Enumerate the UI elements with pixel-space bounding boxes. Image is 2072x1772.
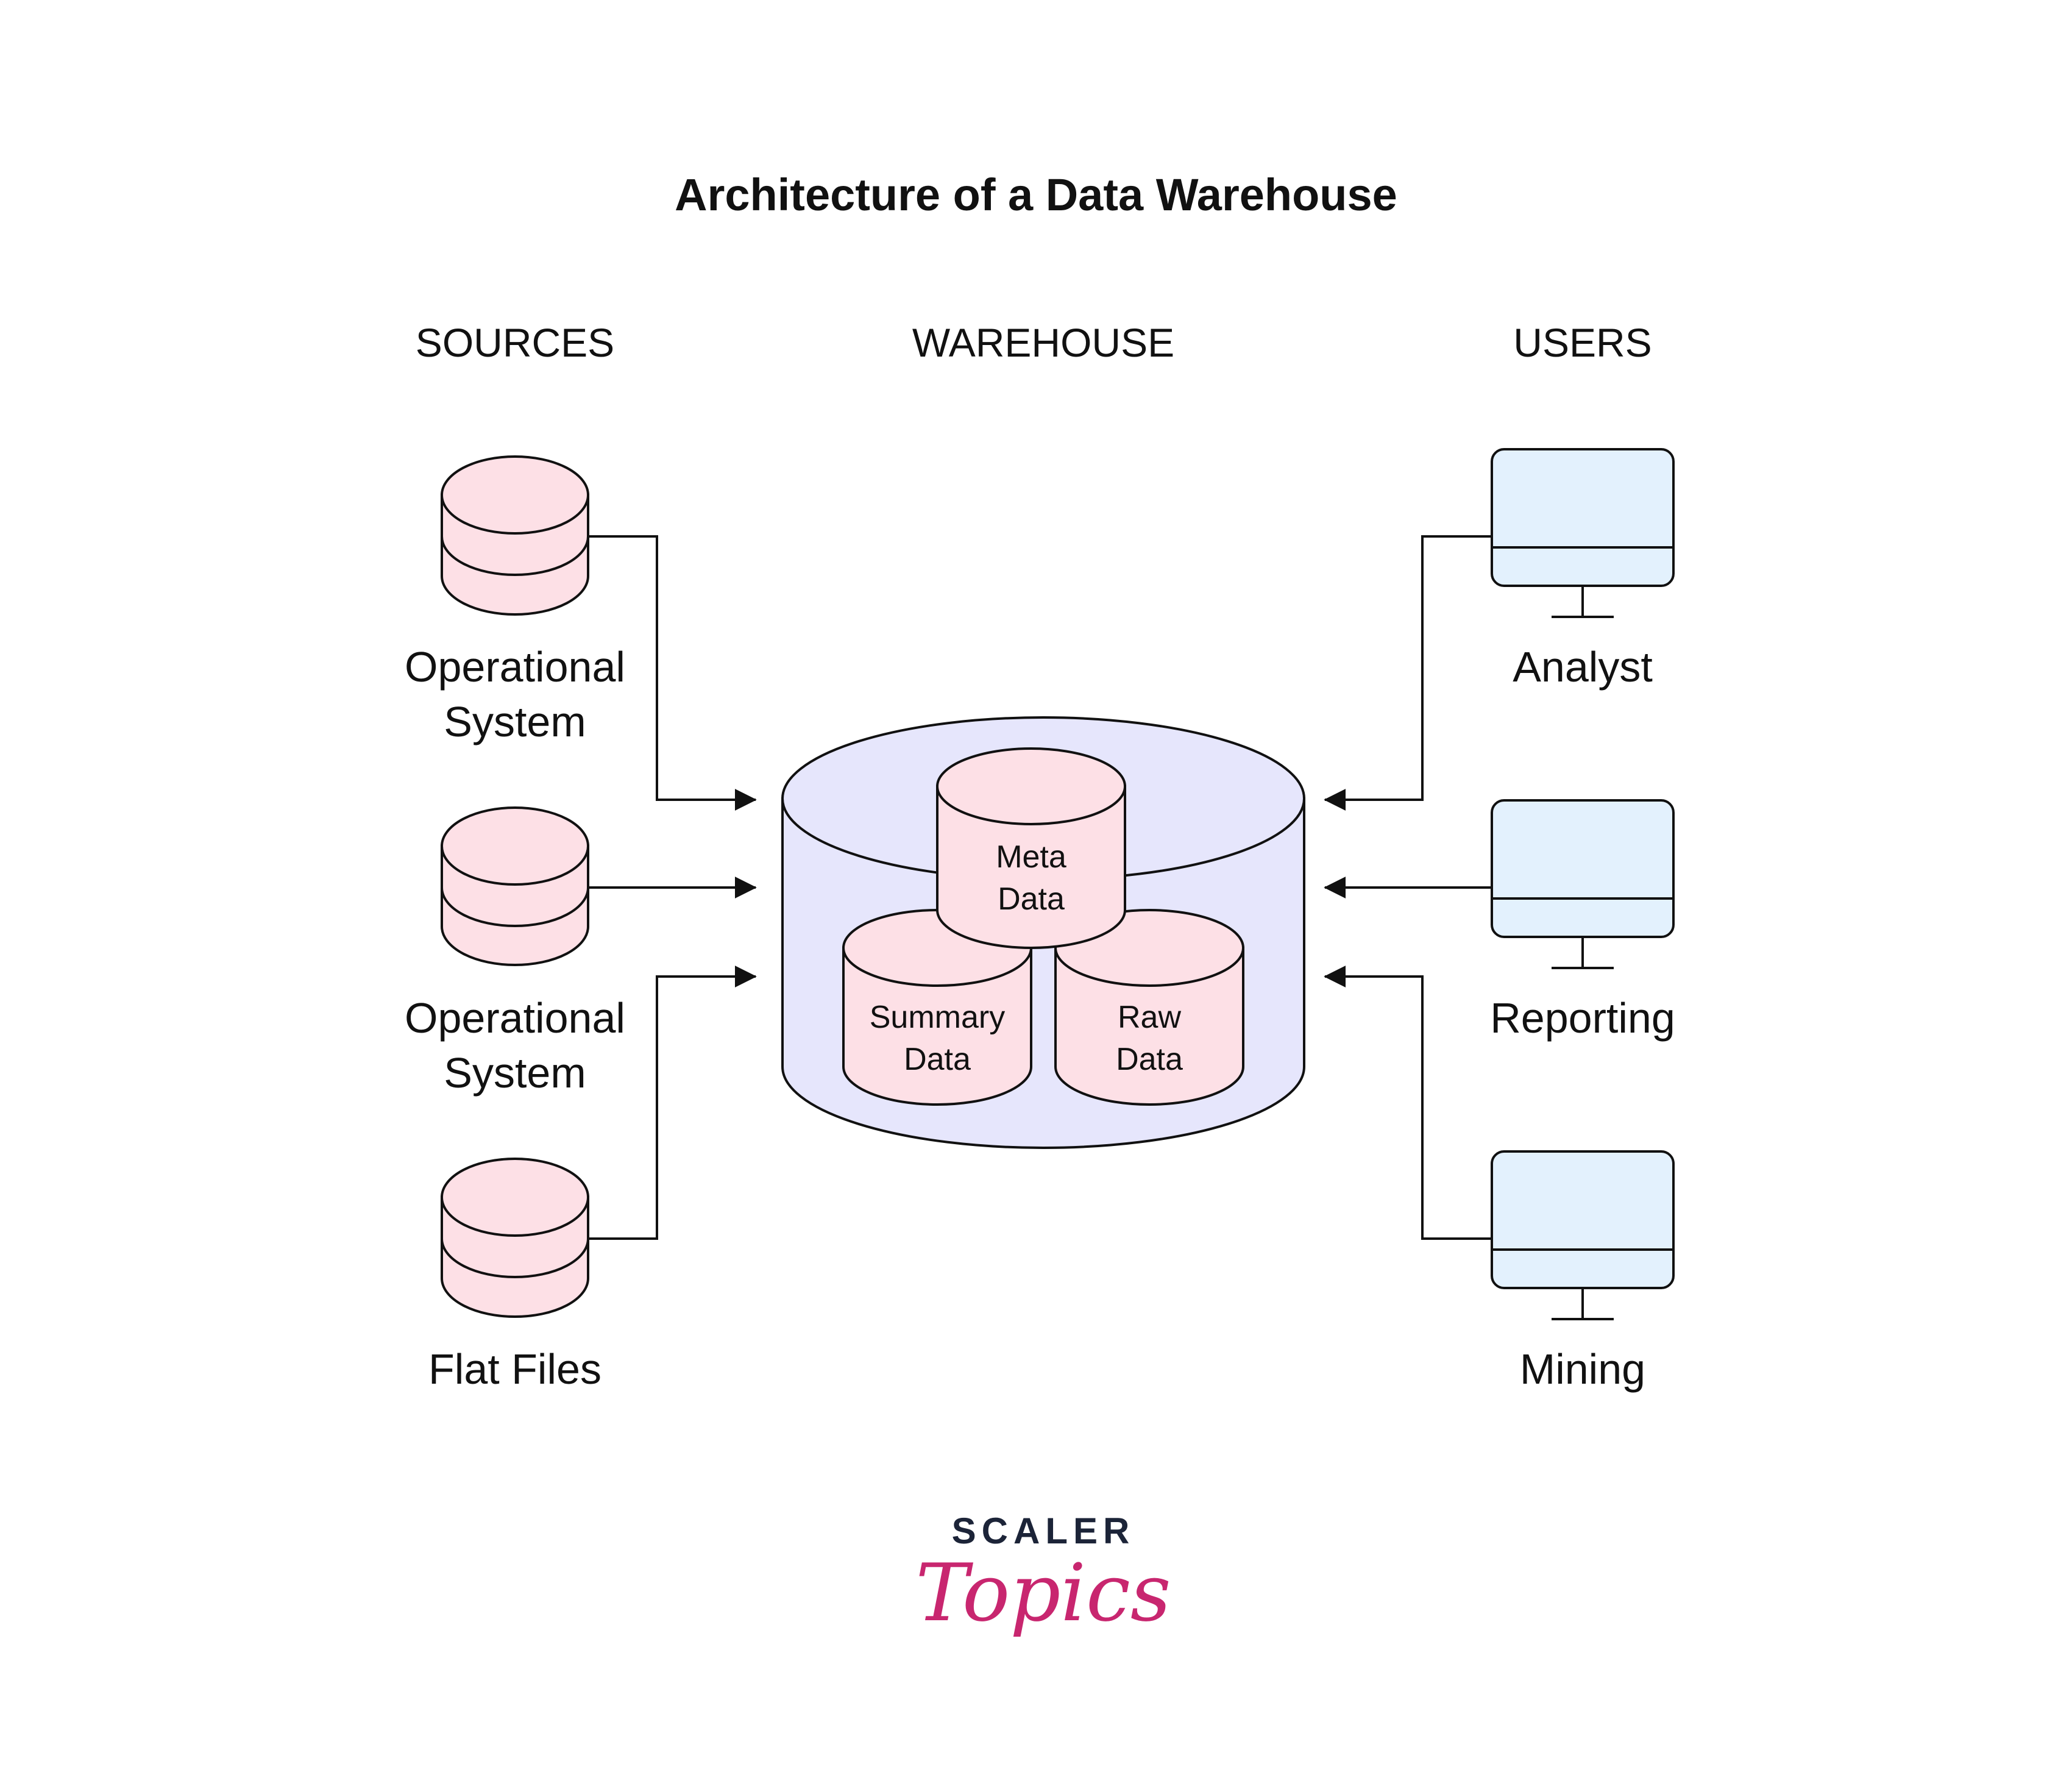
connector-analyst-to-warehouse — [1324, 535, 1492, 811]
raw-data-label-line2: Data — [1116, 1042, 1183, 1077]
monitor-icon — [1491, 799, 1675, 969]
logo-wordmark-scaler: SCALER — [952, 1510, 1135, 1551]
column-header-warehouse: WAREHOUSE — [912, 320, 1174, 365]
connector-mining-to-warehouse — [1324, 966, 1492, 1240]
logo-wordmark-topics: Topics — [915, 1546, 1171, 1639]
monitor-icon — [1491, 1150, 1675, 1320]
database-icon — [441, 1158, 589, 1318]
column-header-sources: SOURCES — [416, 320, 614, 365]
source-label-line2: System — [444, 698, 586, 745]
meta-data-database-icon — [936, 747, 1126, 949]
connector-source-3-to-warehouse — [588, 966, 757, 1240]
source-label-line2: System — [444, 1049, 586, 1097]
diagram-title: Architecture of a Data Warehouse — [675, 169, 1397, 220]
summary-data-label-line1: Summary — [870, 1000, 1005, 1035]
user-label-reporting: Reporting — [1490, 994, 1675, 1042]
source-label: Flat Files — [428, 1345, 601, 1393]
meta-data-label-line1: Meta — [996, 839, 1066, 875]
monitor-icon — [1491, 448, 1675, 618]
summary-data-label-line2: Data — [904, 1042, 971, 1077]
database-icon — [441, 455, 589, 616]
raw-data-label-line1: Raw — [1118, 1000, 1181, 1035]
scaler-topics-logo: SCALER Topics — [915, 1510, 1171, 1639]
source-label-line1: Operational — [405, 994, 625, 1042]
connector-source-1-to-warehouse — [588, 535, 757, 811]
column-header-users: USERS — [1513, 320, 1652, 365]
meta-data-label-line2: Data — [998, 881, 1065, 917]
user-label-mining: Mining — [1520, 1345, 1645, 1393]
database-icon — [441, 806, 589, 966]
user-label-analyst: Analyst — [1513, 643, 1653, 691]
source-label-line1: Operational — [405, 643, 625, 691]
